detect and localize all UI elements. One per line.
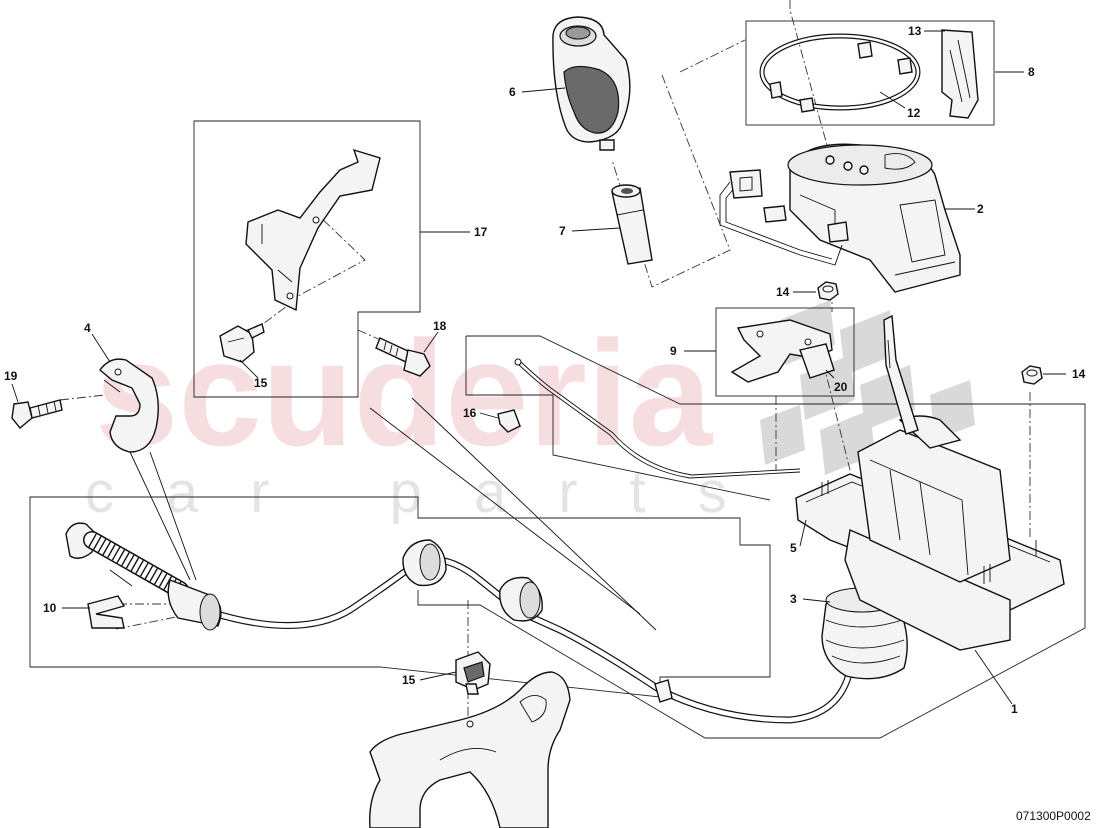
- callout-15-upper: 15: [254, 376, 268, 390]
- callout-7: 7: [559, 224, 566, 238]
- clip-16[interactable]: [497, 409, 521, 433]
- diagram-reference-code: 071300P0002: [1016, 809, 1091, 823]
- cable-end[interactable]: [65, 522, 222, 631]
- callout-14-upper: 14: [776, 285, 790, 299]
- bolt-18[interactable]: [375, 337, 431, 377]
- frame-cable-inner: [465, 336, 771, 501]
- cable-clamp[interactable]: [99, 358, 159, 453]
- mounting-bracket[interactable]: [730, 319, 835, 383]
- callout-5: 5: [790, 541, 797, 555]
- callout-13: 13: [908, 24, 922, 38]
- cable-clip-lower[interactable]: [455, 651, 491, 695]
- watermark-brand: scuderia: [95, 309, 714, 477]
- selector-gate[interactable]: [787, 143, 961, 293]
- shift-mechanism[interactable]: [795, 314, 1065, 651]
- callout-9: 9: [670, 344, 677, 358]
- spring-clip[interactable]: [941, 29, 979, 119]
- callout-1: 1: [1011, 702, 1018, 716]
- frame-bracket-9: [715, 307, 855, 397]
- callout-2: 2: [977, 202, 984, 216]
- callout-6: 6: [509, 85, 516, 99]
- callout-18: 18: [433, 319, 447, 333]
- trim-ring[interactable]: [759, 33, 921, 113]
- callout-10: 10: [43, 601, 57, 615]
- callout-4: 4: [84, 321, 91, 335]
- callouts: 1 2 3 4 5 6 7 8 9 10 12 13 14 14 15 15 1: [4, 24, 1086, 716]
- shift-knob[interactable]: [552, 16, 631, 151]
- retaining-clip[interactable]: [87, 595, 126, 629]
- callout-3: 3: [790, 592, 797, 606]
- inner-cable: [514, 358, 801, 479]
- callout-8: 8: [1028, 65, 1035, 79]
- callout-15-lower: 15: [402, 673, 416, 687]
- nut-right[interactable]: [1021, 365, 1043, 385]
- callout-20: 20: [834, 380, 848, 394]
- callout-12: 12: [907, 106, 921, 120]
- frame-bracket-kit-17: [193, 120, 421, 398]
- cable-assembly[interactable]: [206, 539, 854, 724]
- bolt-19[interactable]: [11, 399, 63, 429]
- frame-cable-end: [29, 496, 771, 698]
- callout-14-right: 14: [1072, 367, 1086, 381]
- cable-clip-upper[interactable]: [219, 323, 265, 363]
- shift-lever-sleeve[interactable]: [611, 184, 653, 265]
- frame-trim-kit-8: [745, 20, 995, 126]
- nut-upper[interactable]: [817, 281, 839, 301]
- frame-cable-assembly-1: [417, 335, 1086, 739]
- pedal-mount-bracket: [369, 671, 571, 828]
- support-bracket[interactable]: [245, 148, 381, 312]
- callout-16: 16: [463, 406, 477, 420]
- callout-17: 17: [474, 225, 488, 239]
- callout-19: 19: [4, 369, 18, 383]
- group-frames: [29, 20, 1086, 739]
- wiring-loom: [719, 169, 849, 266]
- watermark-subtitle: car parts: [85, 460, 779, 525]
